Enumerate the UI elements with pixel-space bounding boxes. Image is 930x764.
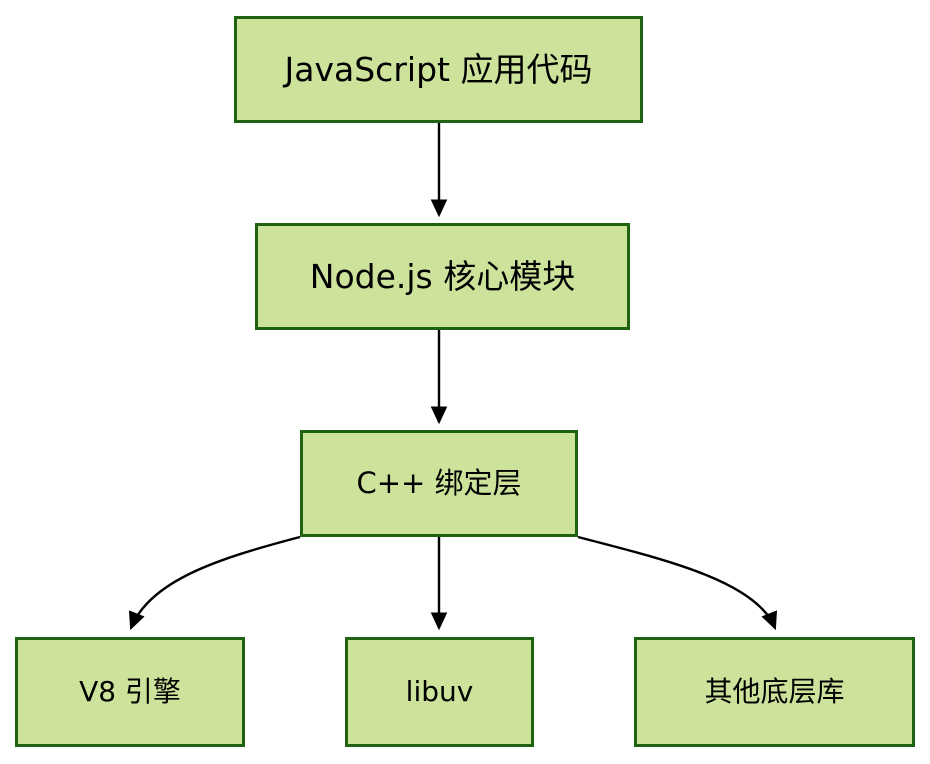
node-cpp-binding-layer[interactable]: C++ 绑定层 — [300, 430, 578, 537]
node-other-low-level-libraries[interactable]: 其他底层库 — [634, 637, 915, 747]
node-javascript-app-code[interactable]: JavaScript 应用代码 — [234, 16, 643, 123]
node-label: C++ 绑定层 — [356, 465, 522, 500]
node-label: V8 引擎 — [79, 674, 181, 708]
node-label: 其他底层库 — [704, 674, 845, 708]
node-label: JavaScript 应用代码 — [284, 49, 593, 89]
node-libuv[interactable]: libuv — [345, 637, 534, 747]
edge-binding-to-otherlibs — [577, 535, 777, 631]
node-v8-engine[interactable]: V8 引擎 — [15, 637, 245, 747]
edge-binding-to-v8 — [129, 535, 301, 631]
node-label: libuv — [405, 674, 474, 708]
node-label: Node.js 核心模块 — [309, 256, 576, 296]
node-nodejs-core-modules[interactable]: Node.js 核心模块 — [255, 223, 630, 330]
